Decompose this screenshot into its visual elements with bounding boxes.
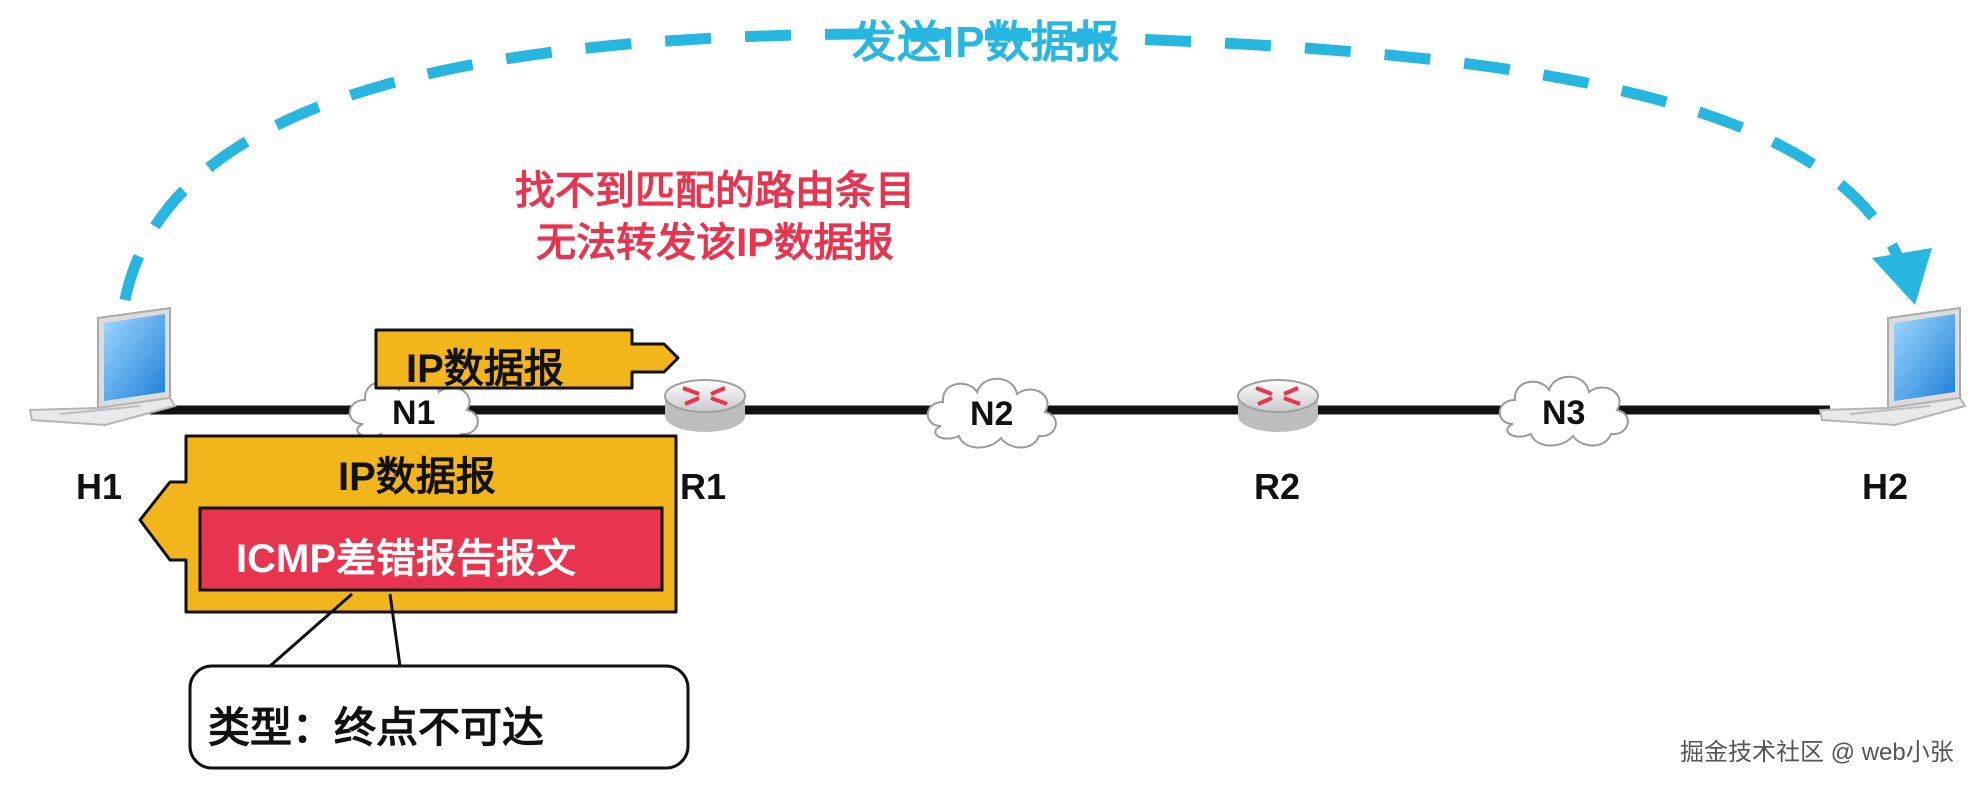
return-packet-outer-label: IP数据报 [338,455,496,499]
network-label-n3: N3 [1542,394,1586,432]
network-label-n1: N1 [392,394,436,432]
n2-cloud-icon [926,377,1057,449]
callout-pointer-right [388,593,402,667]
node-label-h2: H2 [1862,466,1909,507]
r2-router-icon [1237,379,1319,432]
icmp-message-box [198,506,664,592]
send-path-arrowhead [1872,248,1932,305]
r1-router-icon [664,379,746,432]
node-label-r1: R1 [680,466,727,507]
node-label-r2: R2 [1254,466,1301,507]
callout-pointer-left [269,592,353,668]
node-label-h1: H1 [76,466,123,507]
n3-cloud-icon [1498,375,1629,447]
icmp-message-label: ICMP差错报告报文 [236,537,576,581]
watermark-text: 掘金技术社区 @ web小张 [1680,739,1954,766]
error-message-line2: 无法转发该IP数据报 [536,221,894,265]
error-message: 找不到匹配的路由条目 无法转发该IP数据报 [470,165,960,269]
network-label-n2: N2 [970,395,1014,433]
error-message-line1: 找不到匹配的路由条目 [515,169,915,213]
h2-laptop-icon [1818,306,1967,427]
h1-laptop-icon [28,306,177,427]
callout-type-text: 类型：终点不可达 [208,704,545,751]
forward-packet-shape [374,328,680,390]
forward-packet-label: IP数据报 [406,347,564,391]
send-datagram-label: 发送IP数据报 [852,18,1121,67]
send-path-dashed-arrow [119,28,1911,302]
callout-box [188,664,690,770]
